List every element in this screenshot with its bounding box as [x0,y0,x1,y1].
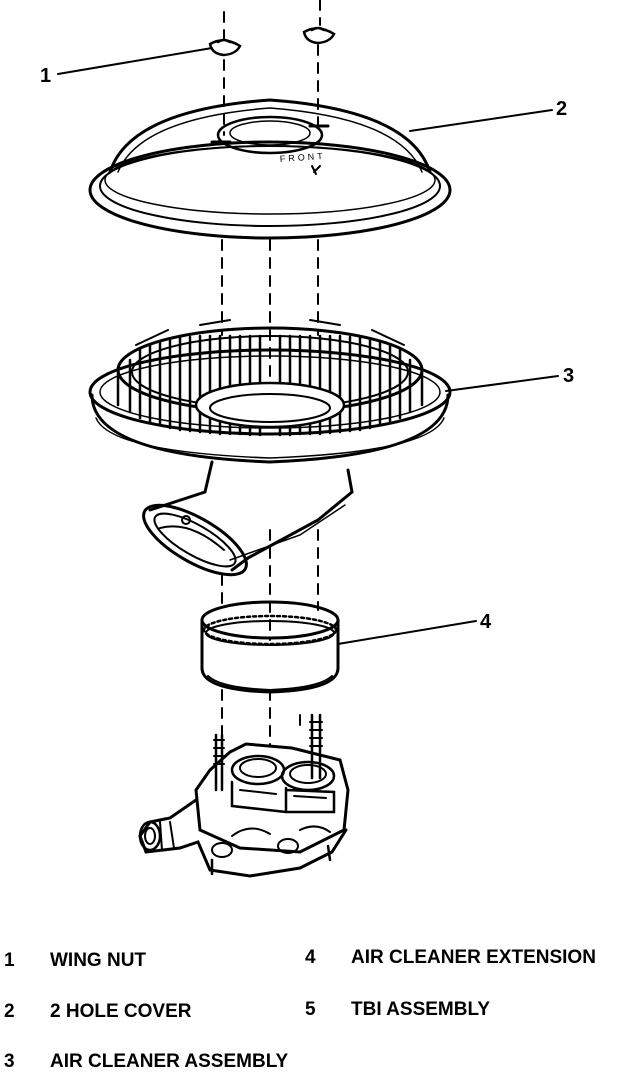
exploded-view-diagram: FRONT [57,0,559,878]
callout-4: 4 [480,611,492,633]
legend-label: TBI ASSEMBLY [351,999,491,1020]
tbi-assembly [138,713,350,878]
air-cleaner-extension [200,600,340,694]
callout-2: 2 [556,98,568,120]
legend-label: WING NUT [50,950,147,971]
callout-3: 3 [563,365,575,387]
wing-nut-left [208,38,242,57]
two-hole-cover: FRONT [88,98,452,240]
legend-label: 2 HOLE COVER [50,1001,192,1022]
wing-nut-right [302,26,336,45]
legend-number: 5 [305,999,316,1020]
air-cleaner-assembly [88,319,452,577]
leader-lines [57,47,559,645]
legend-label: AIR CLEANER EXTENSION [351,947,596,968]
legend-number: 3 [4,1051,15,1072]
legend-number: 2 [4,1001,15,1022]
filter-pleats [128,319,412,437]
legend-number: 1 [4,950,15,971]
legend-label: AIR CLEANER ASSEMBLY [50,1051,289,1072]
callout-1: 1 [40,65,52,87]
cover-front-text: FRONT [279,151,326,164]
legend-number: 4 [305,947,316,968]
